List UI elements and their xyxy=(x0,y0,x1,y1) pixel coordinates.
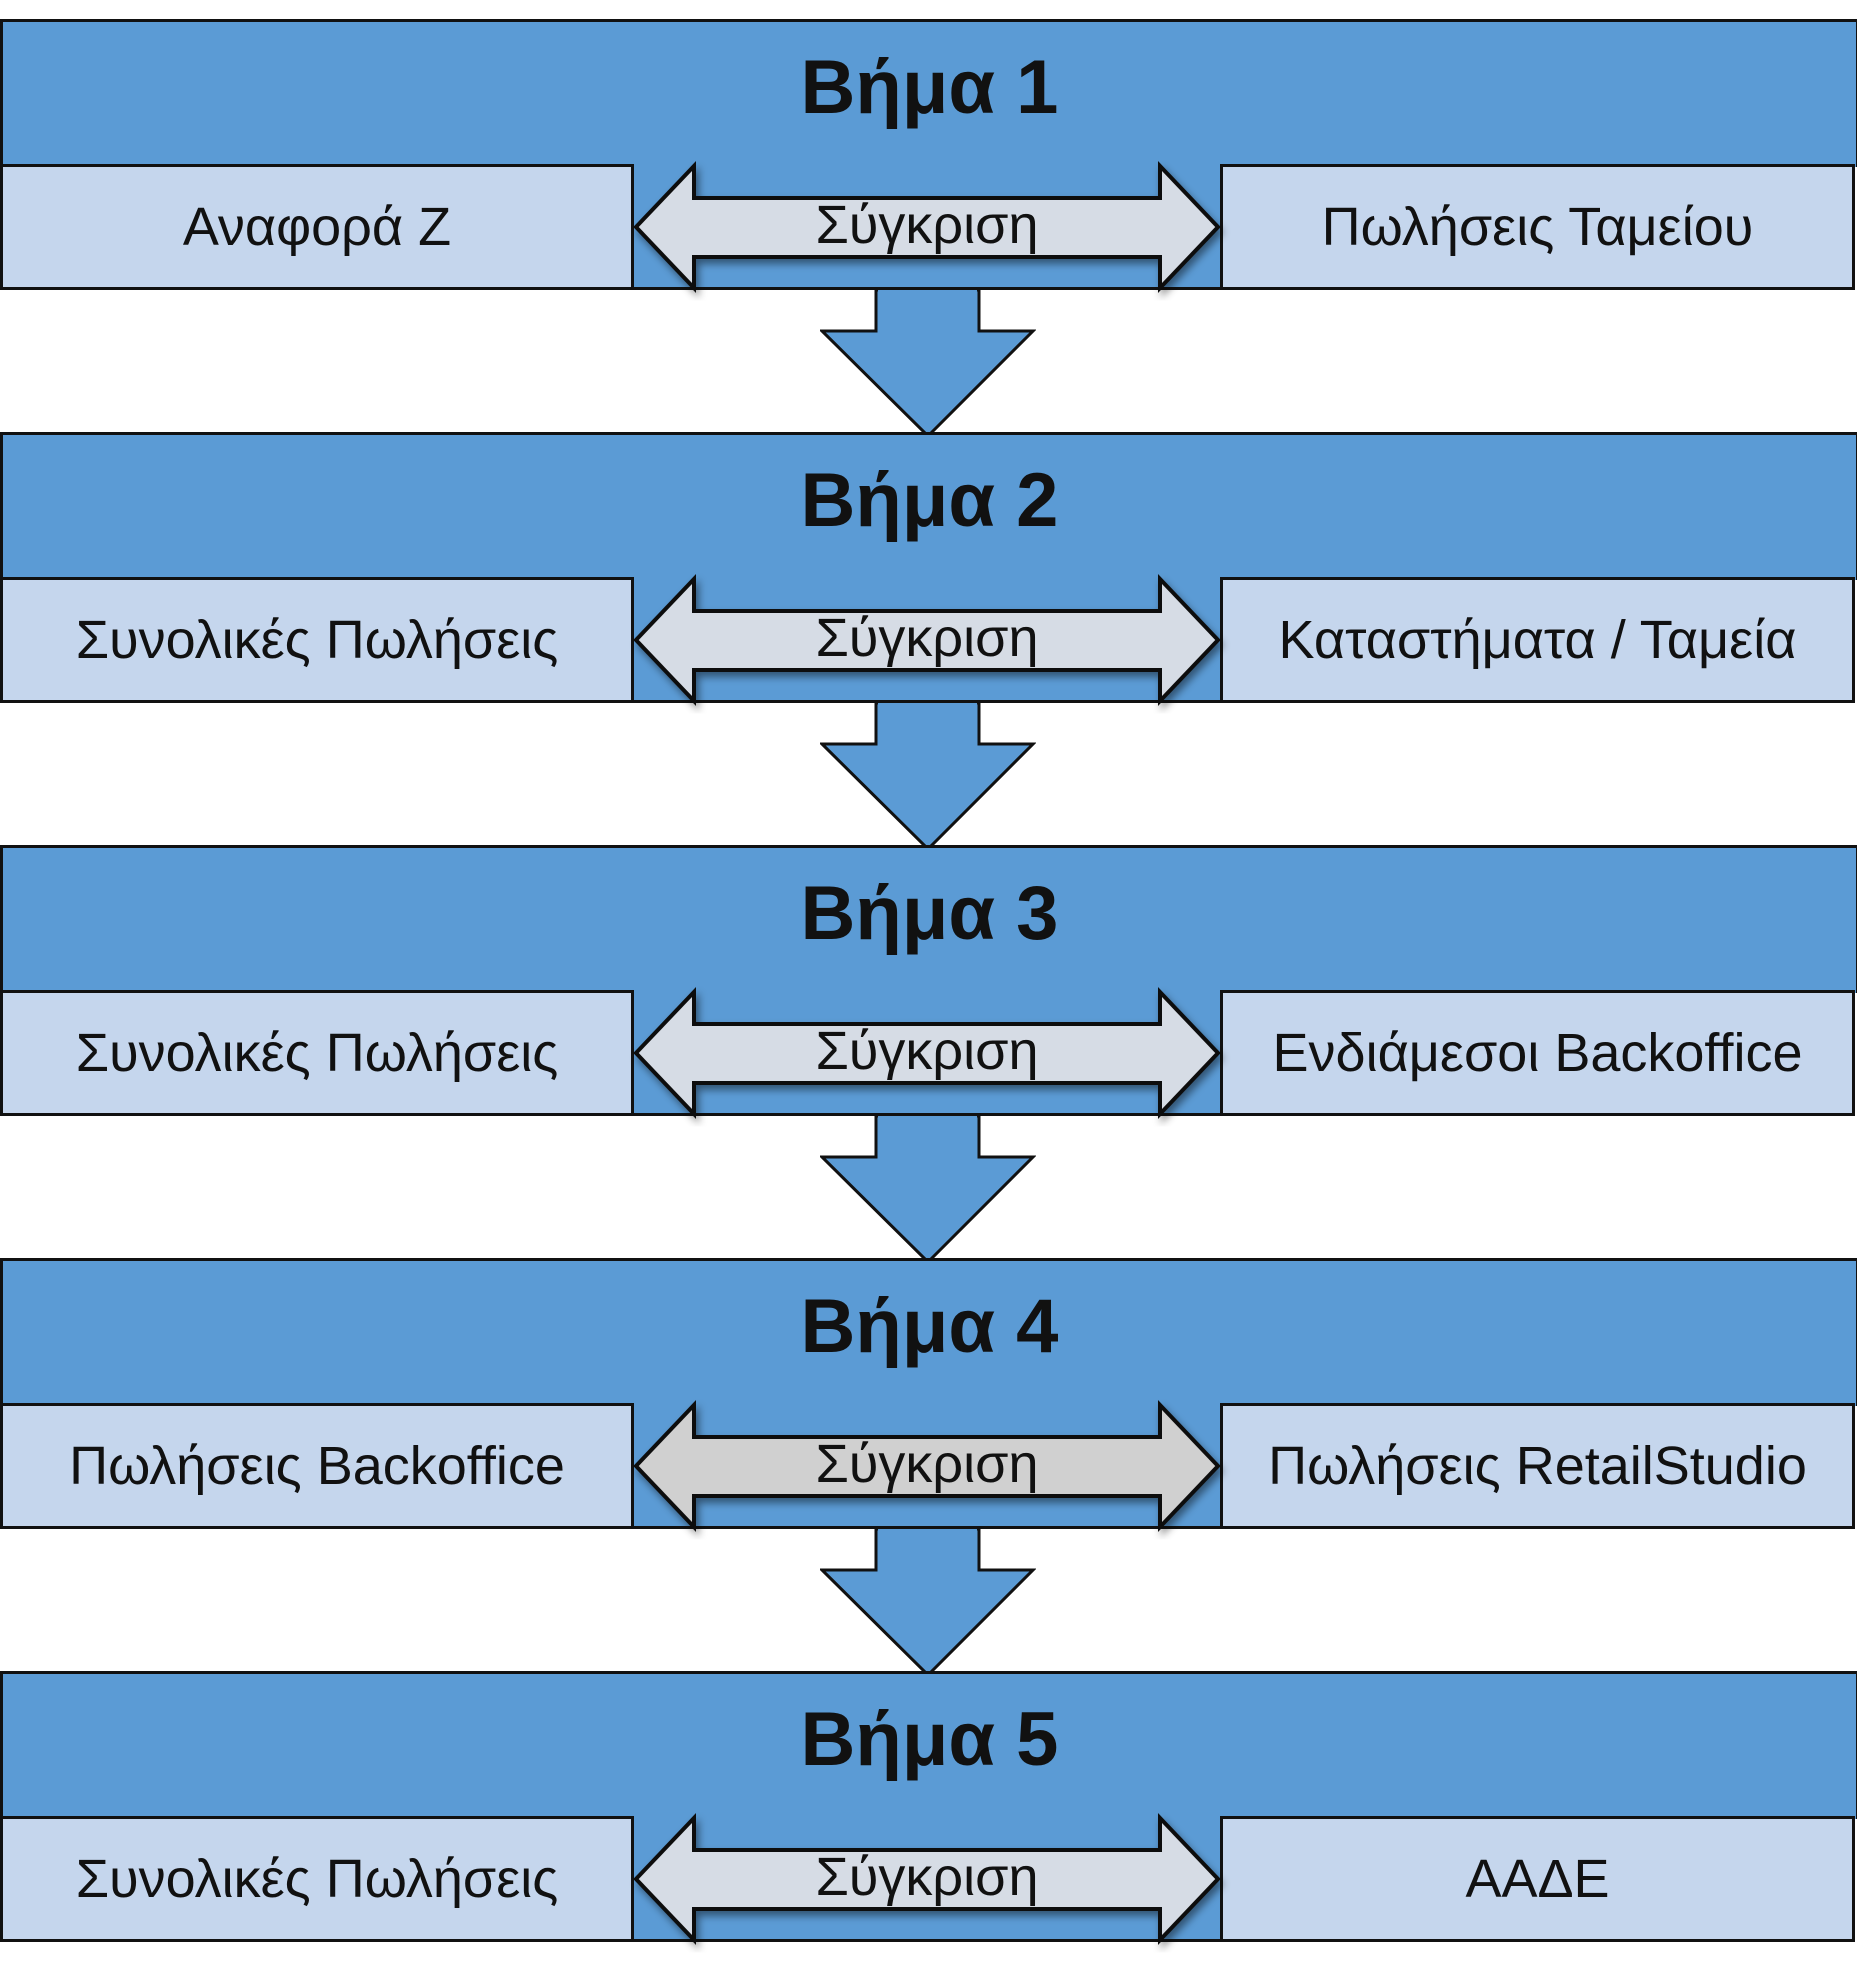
comparison-double-arrow: Σύγκριση xyxy=(633,1399,1221,1533)
double-arrow-icon xyxy=(633,1399,1221,1533)
left-source-box: Συνολικές Πωλήσεις xyxy=(0,990,634,1116)
left-source-box: Συνολικές Πωλήσεις xyxy=(0,1816,634,1942)
comparison-double-arrow: Σύγκριση xyxy=(633,160,1221,294)
right-source-label: Καταστήματα / Ταμεία xyxy=(1278,610,1797,670)
right-source-box: Πωλήσεις Ταμείου xyxy=(1220,164,1855,290)
right-source-label: Πωλήσεις RetailStudio xyxy=(1268,1436,1807,1496)
left-source-label: Συνολικές Πωλήσεις xyxy=(75,1023,559,1083)
left-source-label: Συνολικές Πωλήσεις xyxy=(75,1849,559,1909)
right-source-box: Ενδιάμεσοι Backoffice xyxy=(1220,990,1855,1116)
right-source-box: Πωλήσεις RetailStudio xyxy=(1220,1403,1855,1529)
step-title: Βήμα 4 xyxy=(800,1284,1059,1369)
right-source-label: ΑΑΔΕ xyxy=(1465,1849,1610,1909)
down-arrow-icon xyxy=(818,701,1037,852)
double-arrow-icon xyxy=(633,986,1221,1120)
step-header: Βήμα 1 xyxy=(0,19,1857,167)
left-source-box: Συνολικές Πωλήσεις xyxy=(0,577,634,703)
comparison-label: Σύγκριση xyxy=(815,1021,1039,1081)
left-source-box: Πωλήσεις Backoffice xyxy=(0,1403,634,1529)
step-title: Βήμα 5 xyxy=(800,1697,1059,1782)
down-arrow-shape xyxy=(818,1527,1037,1678)
right-source-label: Πωλήσεις Ταμείου xyxy=(1321,197,1754,257)
right-source-box: ΑΑΔΕ xyxy=(1220,1816,1855,1942)
comparison-label: Σύγκριση xyxy=(815,608,1039,668)
comparison-double-arrow: Σύγκριση xyxy=(633,573,1221,707)
left-source-label: Αναφορά Ζ xyxy=(182,197,452,257)
down-arrow-shape xyxy=(818,1114,1037,1265)
right-source-label: Ενδιάμεσοι Backoffice xyxy=(1272,1023,1803,1083)
step-2: Βήμα 2 Συνολικές Πωλήσεις Καταστήματα / … xyxy=(0,432,1857,707)
step-title: Βήμα 3 xyxy=(800,871,1059,956)
step-5: Βήμα 5 Συνολικές Πωλήσεις ΑΑΔΕ Σύγκριση xyxy=(0,1671,1857,1946)
right-source-box: Καταστήματα / Ταμεία xyxy=(1220,577,1855,703)
left-source-box: Αναφορά Ζ xyxy=(0,164,634,290)
double-arrow-icon xyxy=(633,160,1221,294)
step-3: Βήμα 3 Συνολικές Πωλήσεις Ενδιάμεσοι Bac… xyxy=(0,845,1857,1120)
down-arrow-icon xyxy=(818,1114,1037,1265)
step-title: Βήμα 2 xyxy=(800,458,1059,543)
comparison-label: Σύγκριση xyxy=(815,1434,1039,1494)
left-source-label: Συνολικές Πωλήσεις xyxy=(75,610,559,670)
down-arrow-icon xyxy=(818,1527,1037,1678)
step-header: Βήμα 4 xyxy=(0,1258,1857,1406)
step-4: Βήμα 4 Πωλήσεις Backoffice Πωλήσεις Reta… xyxy=(0,1258,1857,1533)
step-1: Βήμα 1 Αναφορά Ζ Πωλήσεις Ταμείου Σύγκρι… xyxy=(0,19,1857,294)
double-arrow-icon xyxy=(633,573,1221,707)
comparison-label: Σύγκριση xyxy=(815,195,1039,255)
comparison-label: Σύγκριση xyxy=(815,1847,1039,1907)
step-header: Βήμα 3 xyxy=(0,845,1857,993)
comparison-double-arrow: Σύγκριση xyxy=(633,1812,1221,1946)
down-arrow-shape xyxy=(818,288,1037,439)
down-arrow-shape xyxy=(818,701,1037,852)
down-arrow-icon xyxy=(818,288,1037,439)
step-title: Βήμα 1 xyxy=(800,45,1059,130)
double-arrow-icon xyxy=(633,1812,1221,1946)
left-source-label: Πωλήσεις Backoffice xyxy=(69,1436,565,1496)
step-header: Βήμα 2 xyxy=(0,432,1857,580)
comparison-double-arrow: Σύγκριση xyxy=(633,986,1221,1120)
step-header: Βήμα 5 xyxy=(0,1671,1857,1819)
